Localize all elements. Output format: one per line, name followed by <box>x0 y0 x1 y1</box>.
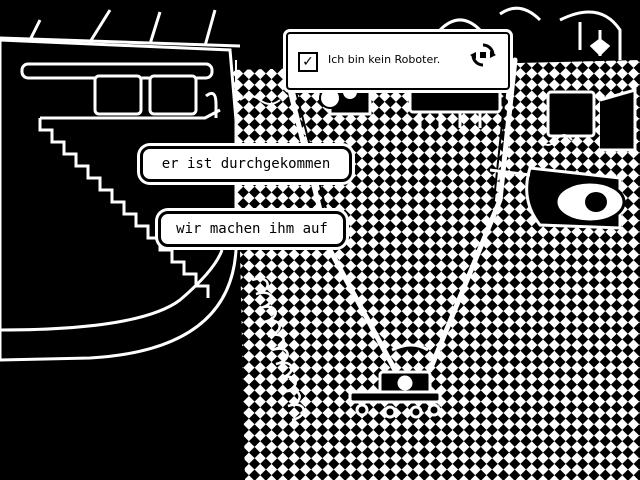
ceiling-spikes <box>0 9 241 48</box>
coil-spring <box>251 277 305 422</box>
deck-machines <box>93 74 218 118</box>
dialogue-bubble-2: wir machen ihm auf <box>158 211 346 247</box>
captcha-panel: ✓ Ich bin kein Roboter. <box>286 32 510 90</box>
staircase <box>38 118 210 298</box>
captcha-checkbox[interactable]: ✓ <box>298 52 318 72</box>
dialogue-bubble-1: er ist durchgekommen <box>140 146 352 182</box>
captcha-label: Ich bin kein Roboter. <box>328 53 441 66</box>
recycle-arrows-icon <box>470 43 496 67</box>
dark-structure <box>0 38 238 362</box>
checkmark-icon: ✓ <box>302 54 314 70</box>
hull-curve <box>0 249 224 332</box>
claw-cart <box>348 343 442 419</box>
eye-creature <box>489 166 626 230</box>
